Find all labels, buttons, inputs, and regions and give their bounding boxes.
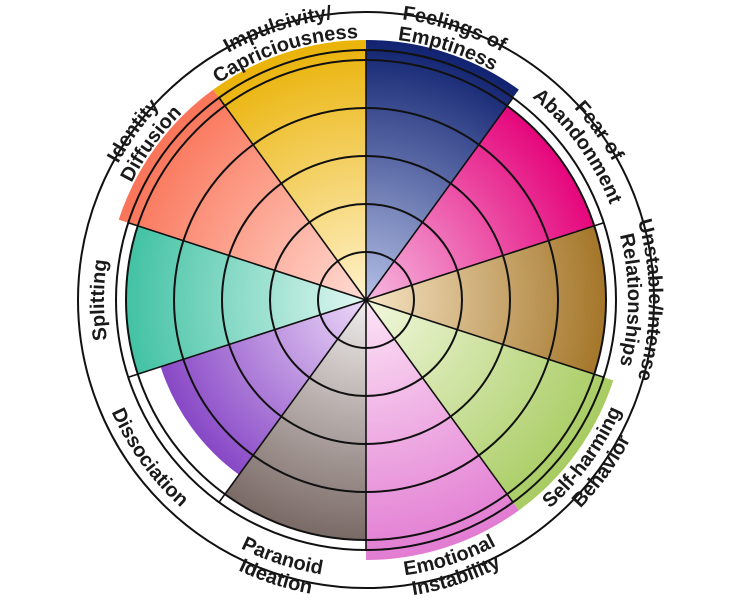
wedge-layer <box>118 40 614 560</box>
spoke-3 <box>365 299 605 379</box>
category-label-line: Splitting <box>87 258 112 342</box>
label-dissociation: Dissociation <box>107 405 193 512</box>
spoke-8 <box>127 221 367 301</box>
spoke-4 <box>365 299 514 503</box>
wedge-dissociation <box>160 300 366 475</box>
category-label-line: Dissociation <box>107 405 193 512</box>
spoke-1 <box>365 97 514 301</box>
spoke-2 <box>365 221 605 301</box>
spoke-9 <box>218 97 367 301</box>
wedge-identity-diffusion <box>118 89 366 300</box>
wedge-feelings-of-emptiness <box>366 40 519 300</box>
category-label-line: Relationships <box>615 231 645 369</box>
spoke-7 <box>127 299 367 379</box>
wedge-paranoid-ideation <box>224 300 366 540</box>
grid-layer <box>77 11 655 589</box>
wedge-unstable-intense-relationships <box>366 225 606 375</box>
wedge-impulsivity-capriciousness <box>213 40 366 300</box>
label-splitting: Splitting <box>87 258 112 342</box>
wedge-splitting <box>125 225 366 375</box>
wedge-fear-of-abandonment <box>366 105 595 300</box>
wedge-emotional-instability <box>366 300 519 560</box>
wedge-self-harming-behavior <box>366 300 614 511</box>
spoke-6 <box>218 299 367 503</box>
category-label-text: Relationships <box>615 231 645 369</box>
ring-6 <box>77 11 655 589</box>
category-label-text: Dissociation <box>107 405 193 512</box>
category-label-text: Splitting <box>87 258 112 342</box>
